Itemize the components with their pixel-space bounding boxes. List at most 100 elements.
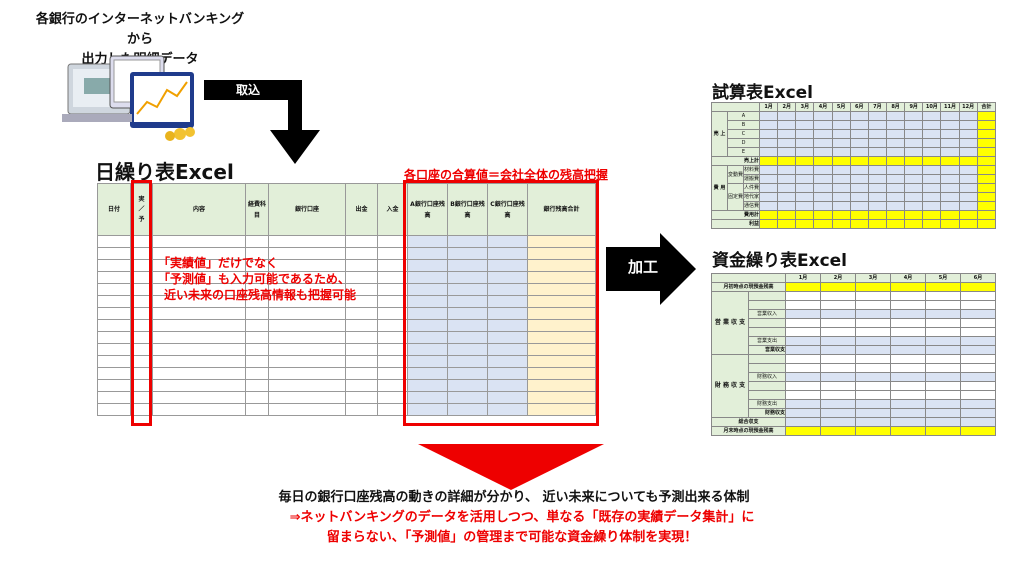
table-cell: [940, 210, 960, 220]
table-cell: [958, 219, 978, 229]
table-row: 費 用変動費材料費: [711, 165, 997, 211]
column-header: 銀行残高合計: [527, 183, 596, 236]
table-cell: [849, 147, 869, 157]
data-cell: [268, 331, 346, 344]
data-cell: [527, 247, 596, 260]
table-cell: [813, 219, 833, 229]
table-row: 利益: [711, 219, 997, 229]
table-cell: [777, 129, 797, 139]
table-row: C: [712, 129, 997, 139]
table-cell: [785, 309, 821, 319]
table-cell: [890, 426, 926, 436]
table-cell: [904, 210, 924, 220]
table-cell: [922, 192, 942, 202]
table-cell: [940, 219, 960, 229]
data-cell: [268, 307, 346, 320]
table-cell: [867, 156, 887, 166]
table-row: B: [712, 120, 997, 130]
data-cell: [527, 355, 596, 368]
item-label: [748, 381, 786, 391]
table-cell: [958, 129, 978, 139]
data-cell: [152, 355, 246, 368]
table-cell: [855, 327, 891, 337]
month-header: 4月: [813, 102, 833, 112]
table-cell: [925, 417, 961, 427]
table-cell: [925, 327, 961, 337]
table-cell: [904, 219, 924, 229]
data-cell: [345, 319, 378, 332]
table-cell: [904, 147, 924, 157]
table-cell: [820, 309, 856, 319]
source-line1: 各銀行のインターネットバンキングから: [35, 12, 245, 47]
data-cell: [487, 271, 528, 284]
data-cell: [97, 379, 131, 392]
month-header: 2月: [777, 102, 797, 112]
table-cell: [855, 300, 891, 310]
total-header: 合計: [976, 102, 997, 112]
table-cell: [890, 345, 926, 355]
month-header: 5月: [925, 273, 961, 283]
table-cell: [958, 120, 978, 130]
table-cell: [795, 120, 815, 130]
table-cell: [758, 129, 779, 139]
table-cell: [785, 381, 821, 391]
item-label: 地代家賃: [743, 192, 760, 202]
data-cell: [447, 403, 488, 416]
data-cell: [345, 403, 378, 416]
actual-forecast-highlight: [131, 180, 152, 426]
data-cell: [527, 403, 596, 416]
column-header: 出金: [345, 183, 378, 236]
data-cell: [97, 319, 131, 332]
data-cell: [152, 379, 246, 392]
table-cell: [885, 201, 906, 211]
data-cell: [447, 367, 488, 380]
table-cell: [855, 408, 891, 418]
table-cell: [958, 183, 978, 193]
table-cell: [960, 426, 996, 436]
data-cell: [527, 343, 596, 356]
month-header: 5月: [831, 102, 851, 112]
table-cell: [922, 111, 942, 121]
table-cell: [831, 165, 851, 175]
data-cell: [245, 343, 269, 356]
table-cell: [785, 399, 821, 409]
table-cell: [960, 408, 996, 418]
table-cell: [795, 192, 815, 202]
table-cell: [795, 183, 815, 193]
table-cell: [813, 120, 833, 130]
table-row: [97, 355, 596, 368]
data-cell: [268, 367, 346, 380]
table-cell: [976, 120, 997, 130]
table-cell: [758, 210, 779, 220]
table-cell: [890, 417, 926, 427]
table-cell: [820, 390, 856, 400]
item-label: [748, 291, 786, 301]
closing-balance-label: 月末時点の現預金残高: [711, 426, 786, 436]
table-cell: [904, 183, 924, 193]
table-cell: [922, 165, 942, 175]
table-cell: [785, 408, 821, 418]
table-cell: [925, 408, 961, 418]
data-cell: [97, 271, 131, 284]
conclusion-line1: 毎日の銀行口座残高の動きの詳細が分かり、 近い未来についても予測出来る体制: [278, 490, 750, 505]
table-cell: [922, 174, 942, 184]
opening-balance-label: 月初時点の現預金残高: [711, 282, 786, 292]
table-cell: [820, 363, 856, 373]
data-cell: [268, 235, 346, 248]
data-cell: [245, 379, 269, 392]
data-cell: [487, 367, 528, 380]
table-cell: [777, 138, 797, 148]
column-header: 内容: [152, 183, 246, 236]
table-cell: [940, 147, 960, 157]
data-cell: [527, 271, 596, 284]
table-cell: [925, 309, 961, 319]
data-cell: [152, 391, 246, 404]
table-cell: [890, 363, 926, 373]
table-cell: [855, 363, 891, 373]
data-cell: [268, 355, 346, 368]
table-cell: [958, 174, 978, 184]
data-cell: [97, 355, 131, 368]
data-cell: [97, 391, 131, 404]
